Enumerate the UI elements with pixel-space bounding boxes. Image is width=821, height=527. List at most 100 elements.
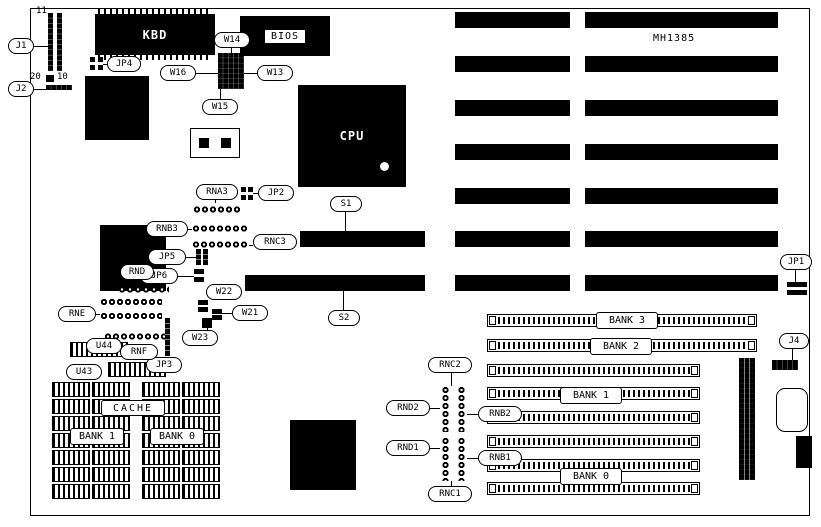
- simm-socket: [487, 364, 700, 377]
- cache-chip: [52, 382, 90, 397]
- connector-line: [467, 458, 478, 459]
- w22-jumper: [198, 300, 208, 312]
- isa-slot-segment: [455, 100, 570, 116]
- rnd1-label: RND1: [386, 440, 430, 456]
- connector-line: [451, 481, 452, 486]
- connector-line: [345, 212, 346, 231]
- connector-line: [253, 193, 258, 194]
- rnb3-resistor-network: [192, 222, 249, 235]
- u43-label: U43: [66, 364, 102, 380]
- rne-resistor-network: [100, 310, 162, 322]
- memory-bank3-label: BANK 3: [596, 312, 658, 329]
- battery: [776, 388, 808, 432]
- isa-slot-segment: [585, 231, 778, 247]
- memory-bank0-label: BANK 0: [560, 468, 622, 485]
- rnc3-label: RNC3: [253, 234, 297, 250]
- rnd-resistor-network: [118, 283, 169, 296]
- w22-label: W22: [206, 284, 242, 300]
- j4-label: J4: [779, 333, 809, 349]
- oscillator: [190, 128, 240, 158]
- w23-label: W23: [182, 330, 218, 346]
- board-model: MH1385: [653, 33, 696, 44]
- connector-line: [231, 48, 232, 53]
- connector-line: [343, 291, 344, 310]
- cache-chip: [182, 484, 220, 499]
- connector-line: [103, 64, 107, 65]
- rna3-label: RNA3: [196, 184, 238, 200]
- cache-chip: [52, 450, 90, 465]
- connector-line: [430, 408, 440, 409]
- rnb3-label: RNB3: [146, 221, 188, 237]
- rnb1-resistor-network: [456, 437, 467, 481]
- cache-chip: [142, 467, 180, 482]
- jp6-jumper: [194, 269, 204, 282]
- rnc3-resistor-network: [192, 238, 249, 251]
- connector-line: [34, 89, 46, 90]
- w14-label: W14: [214, 32, 250, 48]
- connector-line: [186, 257, 196, 258]
- s2-label: S2: [328, 310, 360, 326]
- j1-label: J1: [8, 38, 34, 54]
- cpu-chip: CPU: [298, 85, 406, 187]
- isa-slot-extension: [245, 275, 425, 291]
- jp1-jumper: [787, 282, 807, 295]
- kbd-chip: KBD: [95, 14, 215, 55]
- cache-bank0-label: BANK 0: [150, 428, 204, 445]
- j2-pin-header: [46, 85, 72, 94]
- connector-line: [34, 46, 48, 47]
- w21-label: W21: [232, 305, 268, 321]
- isa-slot-extension: [300, 231, 425, 247]
- pin-label-20: 20: [30, 72, 41, 82]
- cache-chip: [142, 484, 180, 499]
- connector-line: [222, 313, 232, 314]
- rnb1-label: RNB1: [478, 450, 522, 466]
- rnc1-label: RNC1: [428, 486, 472, 502]
- jp1-label: JP1: [780, 254, 812, 270]
- w15-label: W15: [202, 99, 238, 115]
- cache-chip: [52, 467, 90, 482]
- cache-chip: [92, 382, 130, 397]
- jp5-jumper: [196, 249, 208, 265]
- cache-chip: [142, 450, 180, 465]
- rnb2-label: RNB2: [478, 406, 522, 422]
- rnd1-resistor-network: [440, 437, 451, 481]
- right-edge-component: [796, 436, 812, 468]
- connector-line: [451, 373, 452, 386]
- cache-chip: [92, 484, 130, 499]
- isa-slot-segment: [585, 100, 778, 116]
- j2-label: J2: [8, 81, 34, 97]
- cache-chip: [182, 450, 220, 465]
- isa-slot-segment: [455, 275, 570, 291]
- jp3-label: JP3: [146, 357, 182, 373]
- cache-chip: [92, 467, 130, 482]
- isa-slot-segment: [585, 56, 778, 72]
- cache-chip: [92, 450, 130, 465]
- kbd-pins-bottom: [98, 55, 212, 60]
- cache-bank1-label: BANK 1: [70, 428, 124, 445]
- pin-label-10: 10: [57, 72, 68, 82]
- isa-slot-segment: [585, 275, 778, 291]
- isa-slot-segment: [585, 188, 778, 204]
- cache-chip: [142, 382, 180, 397]
- pin-label-11: 11: [36, 6, 47, 16]
- w13-label: W13: [257, 65, 293, 81]
- j4-connector: [772, 360, 798, 370]
- jp2-jumper: [241, 187, 253, 200]
- memory-bank1-label: BANK 1: [560, 387, 622, 404]
- connector-line: [196, 73, 218, 74]
- power-connector-pins: [739, 358, 755, 480]
- cpu-pin1-dot: [380, 162, 389, 171]
- kbd-pins-top: [98, 9, 212, 14]
- cache-label: CACHE: [101, 400, 165, 416]
- isa-slot-segment: [585, 144, 778, 160]
- isa-slot-segment: [455, 56, 570, 72]
- cache-chip: [52, 399, 90, 414]
- connector-line: [220, 89, 221, 99]
- jp2-label: JP2: [258, 185, 294, 201]
- jp4-label: JP4: [107, 56, 141, 72]
- rne-label: RNE: [58, 306, 96, 322]
- keyboard-controller-chip: [85, 76, 149, 140]
- rnd2-label: RND2: [386, 400, 430, 416]
- rnc2-label: RNC2: [428, 357, 472, 373]
- connector-line: [792, 349, 793, 360]
